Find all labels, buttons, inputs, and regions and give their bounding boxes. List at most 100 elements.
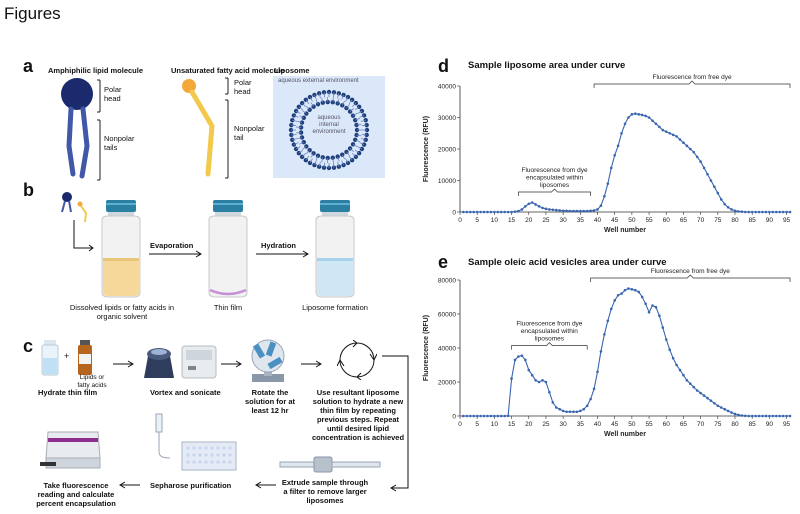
lipid-tail-line	[318, 161, 321, 167]
data-point	[664, 338, 668, 341]
x-tick-label: 90	[766, 421, 774, 428]
y-tick-label: 0	[452, 414, 456, 421]
data-point	[520, 208, 524, 211]
data-point	[510, 210, 513, 214]
lipid-tail-line	[291, 124, 297, 127]
lipid-tail-line	[318, 93, 321, 99]
annotation-text: Fluorescence from dye	[521, 167, 587, 174]
lipid-tail-line	[360, 119, 366, 122]
data-point	[599, 204, 603, 207]
lipid-tail-line	[310, 153, 314, 158]
data-point	[475, 414, 479, 418]
lipid-tail-line	[302, 146, 307, 150]
data-point	[517, 355, 520, 358]
lipid-head-dot	[291, 113, 297, 118]
data-point	[627, 116, 630, 119]
lipid-tail-line	[345, 96, 349, 102]
data-point	[702, 166, 706, 170]
step6-label: Sepharose purification	[150, 481, 232, 490]
data-point	[637, 113, 641, 116]
data-point	[537, 380, 541, 384]
data-point	[616, 294, 620, 297]
lipid-tail-line	[321, 157, 324, 163]
data-point	[510, 377, 513, 380]
data-point	[544, 207, 548, 211]
data-point	[482, 414, 486, 418]
data-point	[771, 414, 775, 418]
step4-label: Use resultant liposome solution to hydra…	[311, 388, 405, 442]
data-point	[761, 210, 764, 214]
lipid-tail-line	[360, 138, 366, 141]
x-tick-label: 70	[697, 217, 705, 224]
data-point	[685, 379, 689, 382]
data-point	[757, 414, 761, 418]
data-point	[554, 406, 558, 409]
data-point	[551, 208, 555, 212]
x-tick-label: 35	[577, 217, 585, 224]
x-tick-label: 95	[783, 421, 791, 428]
data-point	[713, 401, 716, 405]
x-tick-label: 75	[714, 217, 722, 224]
data-point	[771, 210, 775, 214]
data-point	[685, 144, 689, 148]
data-point	[572, 209, 575, 213]
lipid-tail-line	[293, 115, 299, 118]
x-tick-label: 40	[594, 421, 602, 428]
data-point	[506, 210, 510, 214]
step2-label: Vortex and sonicate	[150, 388, 221, 397]
vial-thin-film	[208, 200, 248, 298]
data-point	[719, 406, 723, 409]
data-point	[706, 172, 709, 176]
x-tick-label: 85	[749, 421, 757, 428]
lipid-tail-line	[293, 142, 299, 145]
lipid-tail-line	[310, 102, 314, 107]
data-point	[764, 414, 768, 418]
data-point	[713, 185, 716, 189]
data-point	[651, 119, 654, 122]
lipid-tail-line	[301, 153, 306, 158]
data-point	[606, 182, 610, 185]
plus-sign: +	[64, 351, 70, 361]
data-point	[469, 210, 472, 214]
data-point	[527, 368, 531, 372]
data-point	[585, 209, 589, 213]
lipid-head-dot	[290, 117, 295, 123]
lipid-tail-line	[315, 99, 319, 105]
data-point	[585, 404, 589, 408]
data-point	[534, 203, 537, 206]
data-point	[534, 379, 537, 382]
lipid-head-dot	[331, 90, 337, 95]
data-point	[785, 414, 788, 418]
lipid-head-dot	[299, 135, 305, 140]
data-point	[630, 288, 634, 291]
lipid-tail-line	[337, 156, 340, 162]
data-point	[654, 122, 658, 126]
data-point	[678, 138, 682, 141]
y-tick-label: 40000	[438, 346, 456, 353]
arrow-6	[119, 481, 140, 489]
lipid-head-label: Polar head	[104, 85, 122, 103]
x-tick-label: 60	[663, 217, 671, 224]
lipid-tail-line	[352, 102, 357, 107]
data-point	[499, 210, 503, 214]
lipid-tail-line	[332, 157, 334, 163]
x-tick-label: 30	[560, 421, 568, 428]
data-point	[544, 380, 548, 384]
data-point	[520, 354, 524, 357]
figure-title: Figures	[4, 4, 61, 23]
data-point	[603, 194, 606, 198]
data-point	[654, 305, 658, 309]
lipid-head-dot	[301, 139, 306, 145]
data-point	[579, 209, 582, 213]
data-point	[486, 414, 489, 418]
data-point	[661, 128, 665, 132]
lipids-label: Lipids or fatty acids	[77, 374, 107, 389]
x-tick-label: 55	[645, 421, 653, 428]
lipid-tail-line	[337, 161, 340, 167]
lipid-tail-line	[357, 110, 363, 114]
data-point	[740, 414, 744, 417]
data-point	[623, 288, 627, 292]
lipid-tail-line	[297, 137, 303, 140]
data-point	[572, 410, 575, 414]
data-point	[768, 210, 771, 214]
